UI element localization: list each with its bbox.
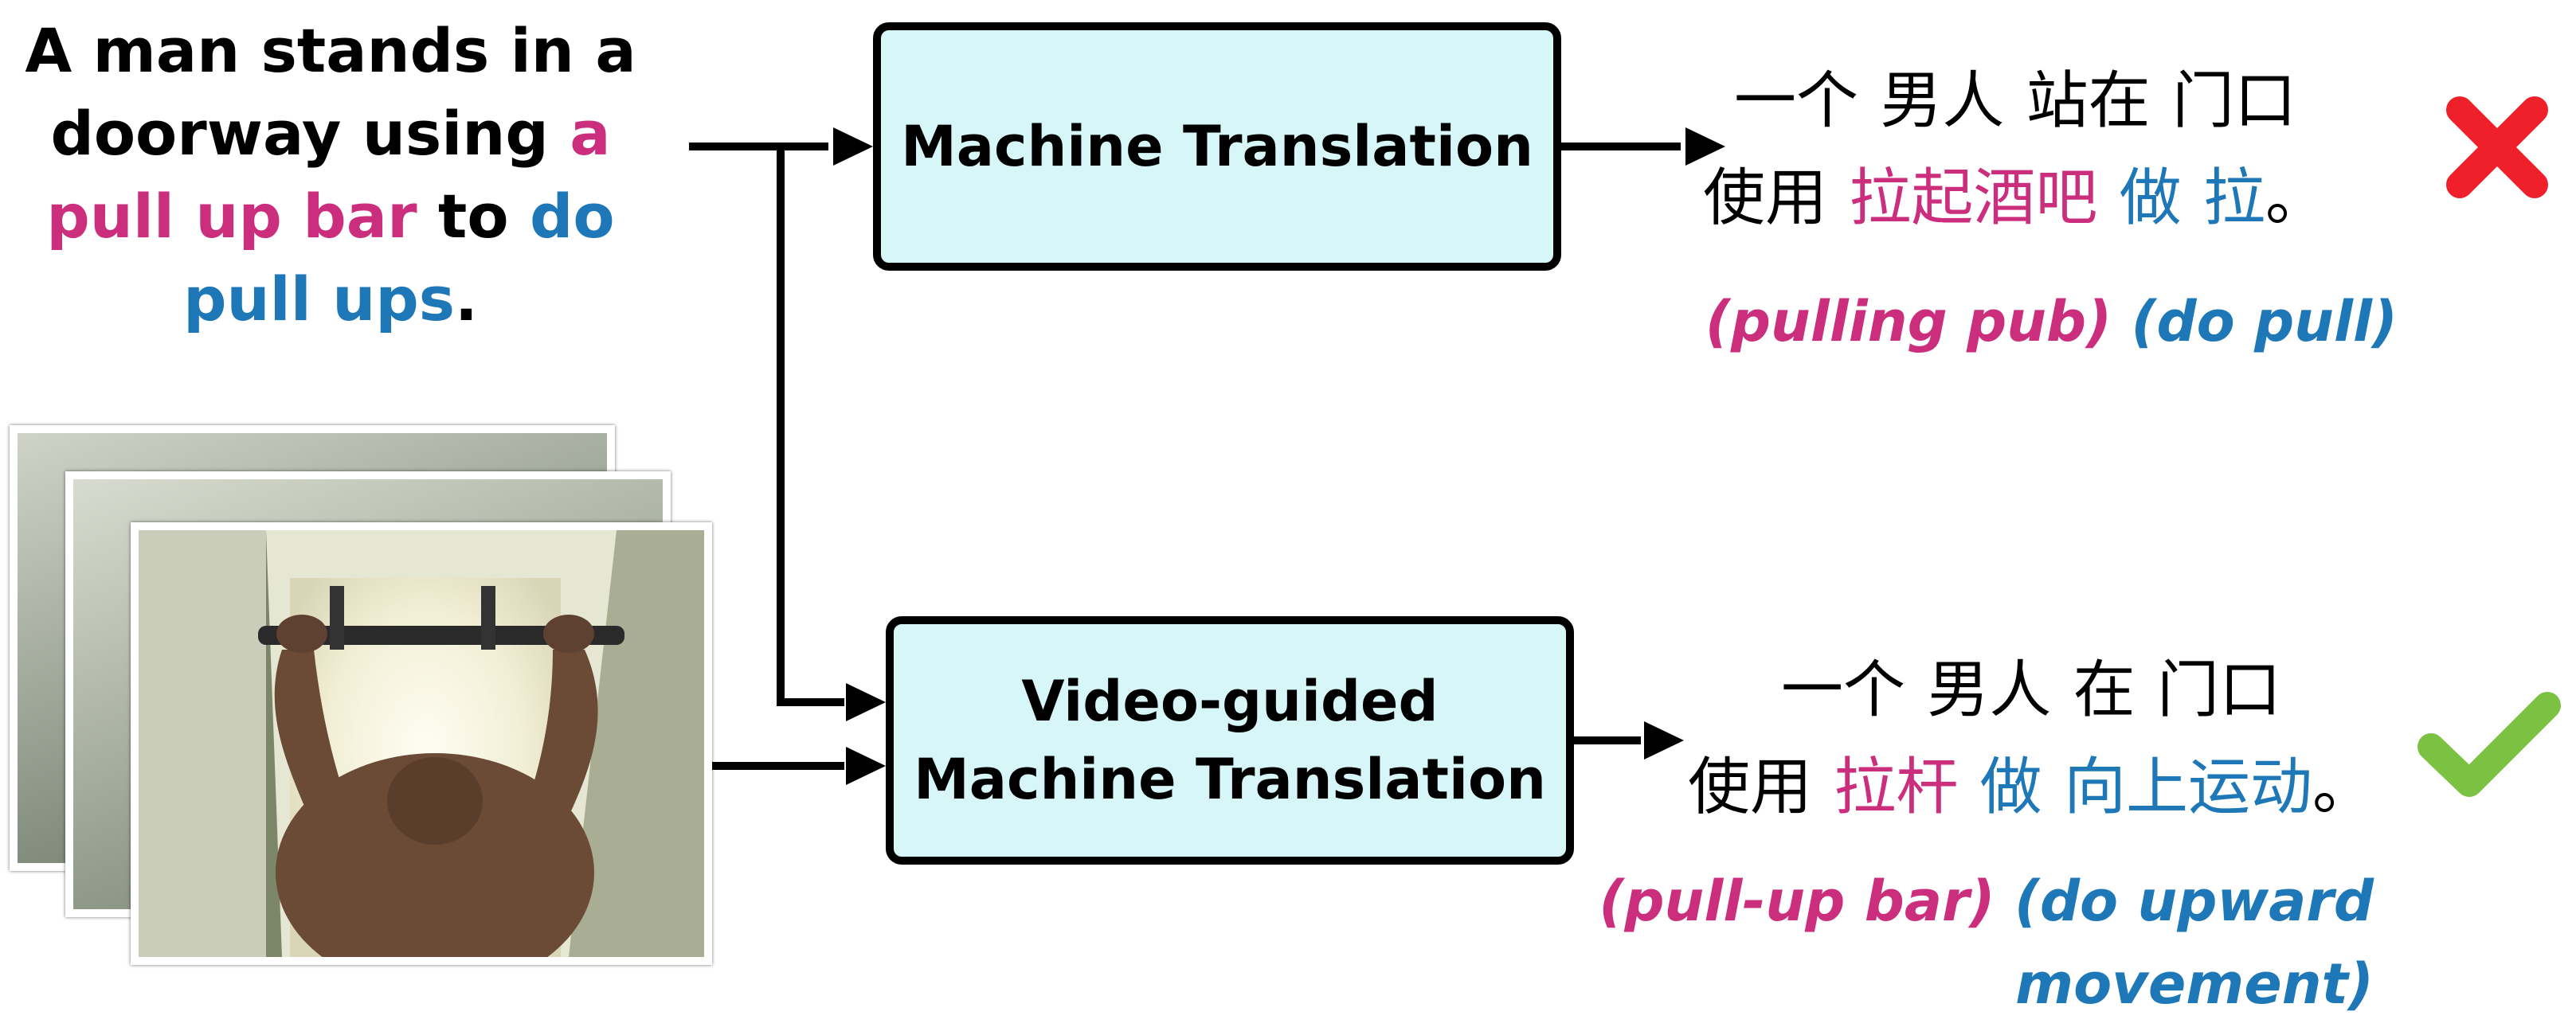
mt-output-line-1: 一个男人站在门口	[1734, 65, 2296, 137]
mt-output-chinese: 一个男人站在门口 使用拉起酒吧做拉。	[1665, 53, 2366, 247]
source-line-2: doorway using a	[50, 98, 611, 169]
arrowhead-vmt-bottom	[846, 747, 886, 785]
red-cross-icon	[2446, 96, 2548, 198]
arrowhead-mt-output	[1685, 127, 1725, 166]
arrow-branch-to-vmt	[777, 146, 844, 706]
arrowhead-mt	[833, 127, 873, 166]
green-check-icon	[2417, 692, 2561, 797]
mt-output-gloss: (pulling pub) (do pull)	[1705, 289, 2398, 354]
source-line-3: pull up bar to do	[46, 181, 615, 252]
video-guided-mt-box: Video-guided Machine Translation	[886, 616, 1574, 865]
pull-up-scene-image	[139, 530, 704, 957]
source-line-1: A man stands in a	[25, 15, 636, 86]
source-line-4: pull ups.	[183, 264, 478, 334]
arrowhead-vmt-output	[1644, 721, 1684, 760]
arrowhead-vmt-top	[846, 683, 886, 721]
vmt-output-gloss: (pull-up bar) (do upward movement)	[1599, 869, 2374, 1017]
vmt-output-line-2: 使用拉杆做向上运动。	[1688, 752, 2374, 823]
vmt-output-line-1: 一个男人在门口	[1781, 654, 2281, 726]
vmt-output-chinese: 一个男人在门口 使用拉杆做向上运动。	[1665, 642, 2398, 836]
video-frame-front	[131, 522, 712, 965]
machine-translation-box: Machine Translation	[873, 22, 1561, 271]
source-sentence: A man stands in a doorway using a pull u…	[8, 10, 653, 341]
mt-output-line-2: 使用拉起酒吧做拉。	[1703, 162, 2327, 234]
